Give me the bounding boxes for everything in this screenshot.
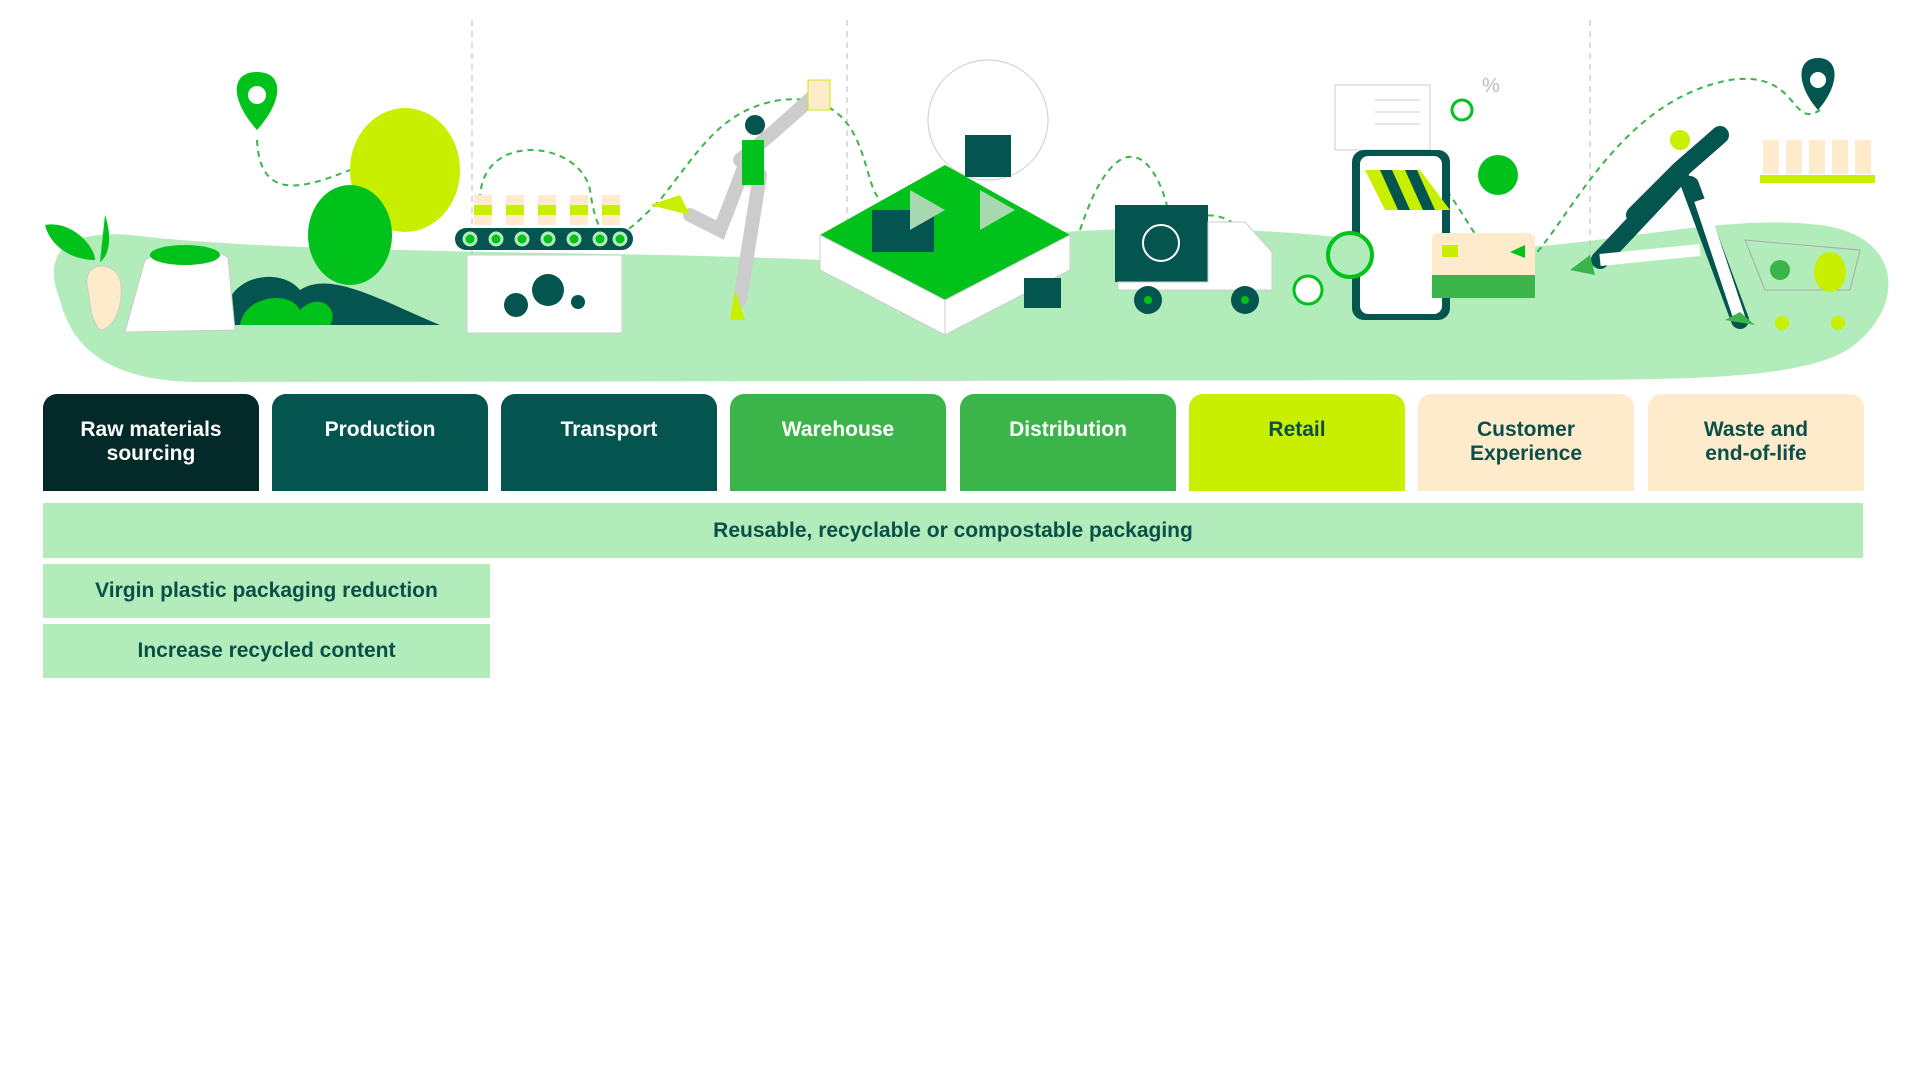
percent-sign: %: [1482, 75, 1500, 97]
stage-warehouse[interactable]: Warehouse: [730, 394, 946, 491]
supply-chain-illustration: %: [45, 20, 1889, 382]
stage-retail[interactable]: Retail: [1189, 394, 1405, 491]
bottles: [474, 195, 620, 225]
stage-label: Raw materials sourcing: [80, 418, 222, 465]
initiative-packaging: Reusable, recyclable or compostable pack…: [43, 503, 1863, 558]
initiative-label: Reusable, recyclable or compostable pack…: [713, 518, 1193, 542]
initiative-recycled-content: Increase recycled content: [43, 624, 490, 678]
shelf-bottles: [1760, 140, 1875, 183]
stage-label: Production: [324, 418, 436, 441]
stage-label: Distribution: [1009, 418, 1127, 441]
stage-label: Waste and end-of-life: [1703, 418, 1809, 465]
route-dashed-line: [256, 77, 1821, 261]
initiative-virgin-plastic: Virgin plastic packaging reduction: [43, 564, 490, 618]
initiative-label: Virgin plastic packaging reduction: [95, 579, 438, 602]
gears-icon: [504, 274, 585, 317]
stage-distribution[interactable]: Distribution: [960, 394, 1176, 491]
stage-production[interactable]: Production: [272, 394, 488, 491]
stage-raw-materials-sourcing[interactable]: Raw materials sourcing: [43, 394, 259, 491]
stage-label: Warehouse: [781, 418, 895, 441]
stage-label: Customer Experience: [1469, 418, 1583, 465]
stage-transport[interactable]: Transport: [501, 394, 717, 491]
check-icon: [1478, 155, 1518, 195]
stage-waste-end-of-life[interactable]: Waste and end-of-life: [1648, 394, 1864, 491]
location-pin-dark-icon: [1801, 58, 1835, 110]
stage-label: Retail: [1268, 418, 1326, 441]
initiative-label: Increase recycled content: [137, 639, 396, 662]
stage-customer-experience[interactable]: Customer Experience: [1418, 394, 1634, 491]
stage-label: Transport: [560, 418, 658, 441]
location-pin-icon: [236, 72, 278, 130]
